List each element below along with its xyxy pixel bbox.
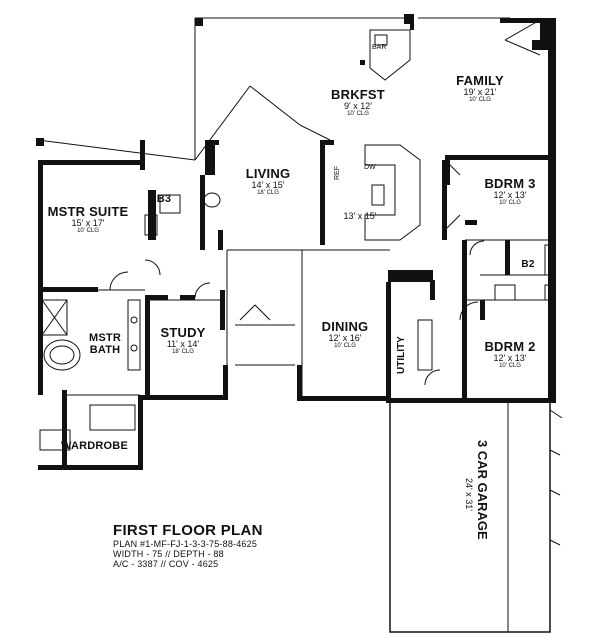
title-block: FIRST FLOOR PLAN PLAN #1-MF-FJ-1-3-3-75-…: [113, 522, 263, 569]
room-size: 15' x 17': [71, 217, 105, 228]
room-name: BDRM 2: [484, 339, 536, 354]
room-name: FAMILY: [456, 73, 504, 88]
plan-number: PLAN #1-MF-FJ-1-3-3-75-88-4625: [113, 539, 258, 549]
room-name: DINING: [321, 319, 369, 334]
garage-name: 3 CAR GARAGE: [475, 440, 490, 540]
room-mstr-suite: MSTR SUITE 15' x 17' 10' CLG: [38, 205, 138, 234]
plan-area: A/C - 3387 // COV - 4625: [113, 559, 219, 569]
room-kitchen: 13' x 15': [330, 211, 390, 221]
room-size: 11' x 14': [166, 338, 200, 349]
ref-label: REF: [334, 166, 341, 180]
room-ceiling: 10' CLG: [499, 363, 521, 370]
room-bdrm2: BDRM 2 12' x 13' 10' CLG: [470, 340, 550, 369]
room-name: LIVING: [245, 166, 291, 181]
room-size: 12' x 13': [493, 189, 527, 200]
room-garage: 3 CAR GARAGE 24' x 31': [440, 440, 520, 600]
room-ceiling: 18' CLG: [257, 190, 279, 197]
room-dining: DINING 12' x 16' 10' CLG: [304, 320, 386, 349]
room-size: 9' x 12': [344, 100, 372, 111]
room-size: 12' x 16': [328, 332, 362, 343]
room-ceiling: 10' CLG: [469, 97, 491, 104]
room-ceiling: 10' CLG: [77, 228, 99, 235]
room-b3: B3: [152, 193, 176, 206]
room-name: BDRM 3: [484, 176, 536, 191]
room-b2: B2: [516, 259, 540, 271]
room-utility: UTILITY: [396, 336, 407, 374]
room-name: MSTR SUITE: [47, 204, 129, 219]
room-name: STUDY: [160, 325, 206, 340]
room-name: B2: [521, 259, 535, 270]
room-mstr-bath: MSTR BATH: [80, 332, 130, 356]
room-name: B3: [156, 193, 172, 205]
room-ceiling: 18' CLG: [172, 349, 194, 356]
room-brkfst: BRKFST 9' x 12' 10' CLG: [318, 88, 398, 117]
room-family: FAMILY 19' x 21' 10' CLG: [440, 74, 520, 103]
plan-dimensions: WIDTH - 75 // DEPTH - 88: [113, 549, 224, 559]
room-size: 19' x 21': [463, 86, 497, 97]
room-bdrm3: BDRM 3 12' x 13' 10' CLG: [470, 177, 550, 206]
room-name: MSTR: [89, 332, 121, 344]
room-ceiling: 10' CLG: [334, 343, 356, 350]
room-wardrobe: WARDROBE: [52, 440, 137, 453]
room-size: 13' x 15': [343, 211, 377, 221]
room-study: STUDY 11' x 14' 18' CLG: [143, 326, 223, 355]
room-ceiling: 10' CLG: [347, 111, 369, 118]
dw-label: DW: [364, 164, 376, 171]
garage-size: 24' x 31': [464, 478, 474, 511]
bar-label: BAR: [372, 44, 387, 51]
room-name: WARDROBE: [61, 440, 128, 452]
plan-title: FIRST FLOOR PLAN: [113, 522, 263, 539]
room-ceiling: 10' CLG: [499, 200, 521, 207]
room-name: BRKFST: [331, 87, 385, 102]
room-name-line2: BATH: [89, 343, 121, 356]
room-size: 14' x 15': [251, 179, 285, 190]
room-living: LIVING 14' x 15' 18' CLG: [228, 167, 308, 196]
room-size: 12' x 13': [493, 352, 527, 363]
